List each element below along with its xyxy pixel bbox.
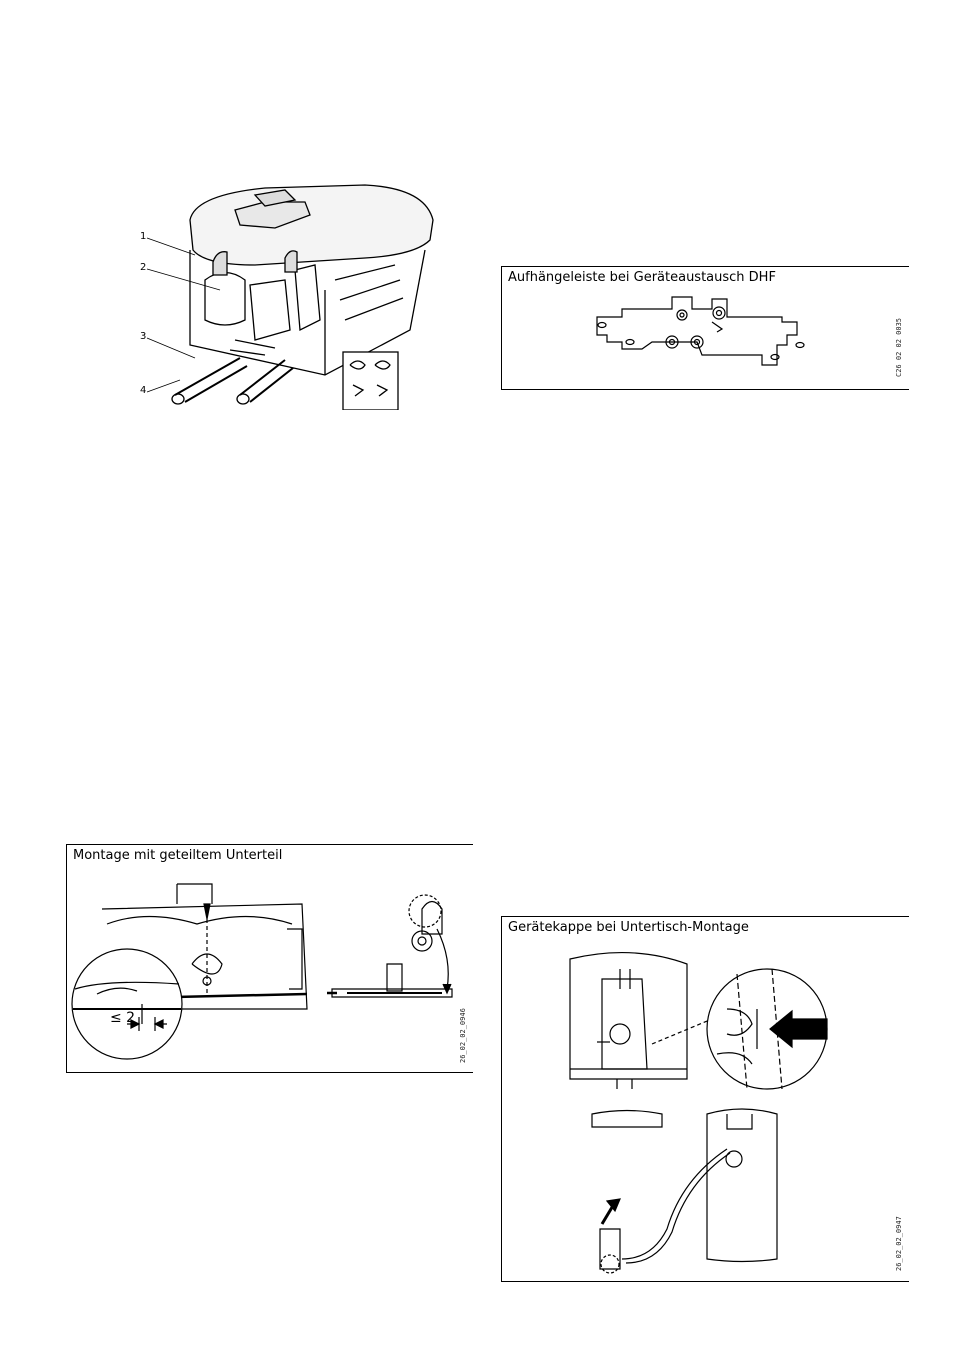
split-base-drawing bbox=[67, 869, 467, 1069]
device-assembly-figure: 1 2 3 4 bbox=[135, 180, 440, 410]
cap-undertable-title: Gerätekappe bei Untertisch-Montage bbox=[508, 920, 749, 935]
tolerance-label: ≤ 2 bbox=[110, 1010, 135, 1026]
callout-4: 4 bbox=[140, 385, 146, 396]
split-base-code: 26_02_02_0946 bbox=[459, 1008, 467, 1063]
mounting-rail-box: Aufhängeleiste bei Geräteaustausch DHF C… bbox=[501, 266, 909, 390]
mounting-rail-code: C26 02 02 0035 bbox=[895, 318, 903, 377]
callout-3: 3 bbox=[140, 331, 146, 342]
callout-2: 2 bbox=[140, 262, 146, 273]
mounting-rail-drawing bbox=[582, 287, 942, 387]
mounting-rail-title: Aufhängeleiste bei Geräteaustausch DHF bbox=[508, 270, 776, 285]
cap-undertable-code: 26_02_02_0947 bbox=[895, 1216, 903, 1271]
cap-undertable-box: Gerätekappe bei Untertisch-Montage bbox=[501, 916, 909, 1282]
callout-1: 1 bbox=[140, 231, 146, 242]
cap-undertable-drawing bbox=[502, 939, 902, 1279]
device-assembly-drawing bbox=[135, 180, 440, 410]
split-base-box: Montage mit geteiltem Unterteil bbox=[66, 844, 473, 1073]
split-base-title: Montage mit geteiltem Unterteil bbox=[73, 848, 282, 863]
